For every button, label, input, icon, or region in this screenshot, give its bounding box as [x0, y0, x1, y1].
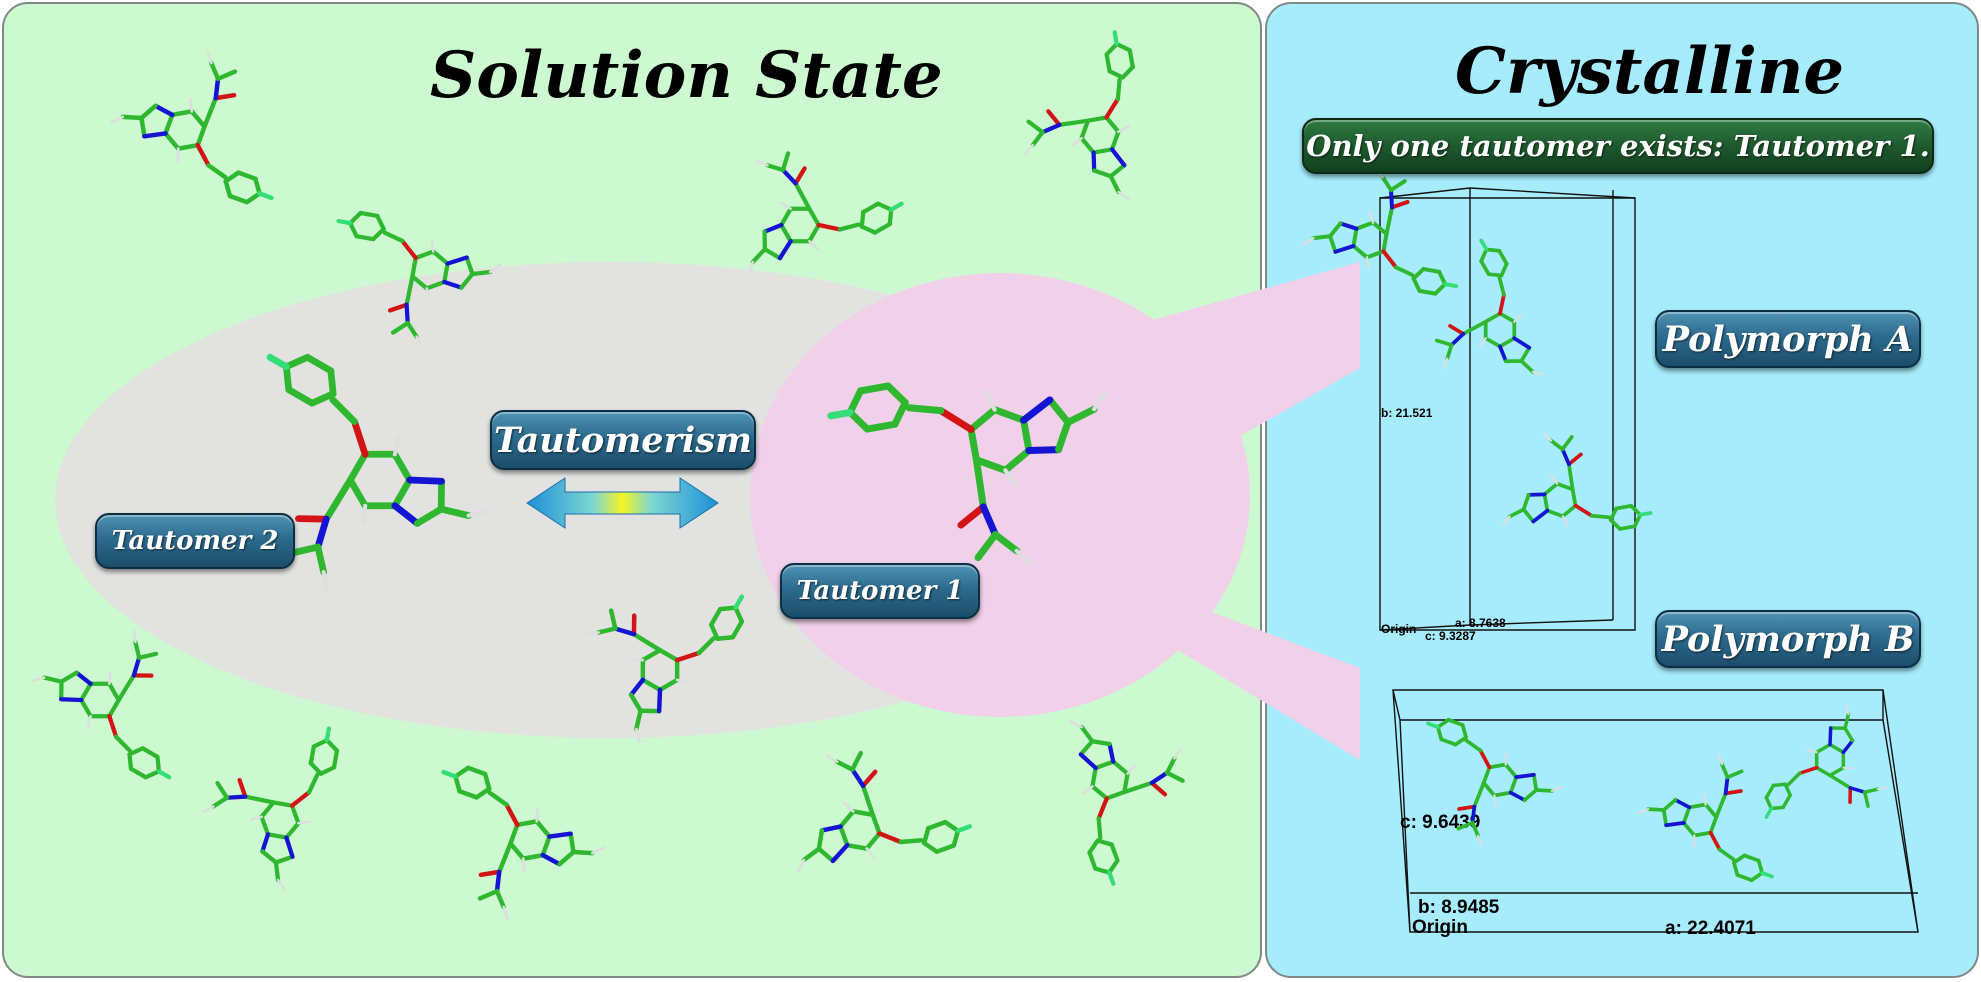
tautomer-1-zone: [750, 273, 1250, 717]
cell-b-b-axis-label: b: 8.9485: [1418, 897, 1500, 918]
unit-cell-a-icon: [1379, 187, 1636, 631]
molecule-model-18: [1764, 703, 1888, 819]
tautomer-1-label: Tautomer 1: [780, 563, 980, 619]
molecule-model-15: [1502, 433, 1653, 531]
molecule-layer: [31, 30, 1888, 920]
molecule-model-4: [336, 210, 502, 348]
polymorph-b-label: Polymorph B: [1655, 610, 1921, 668]
cell-a-origin-label: Origin: [1381, 622, 1416, 636]
tautomer-2-label: Tautomer 2: [95, 513, 295, 569]
cell-b-a-axis-label: a: 22.4071: [1665, 918, 1756, 939]
cell-a-b-axis-label: b: 21.521: [1381, 406, 1433, 420]
molecule-model-12: [797, 750, 973, 873]
molecule-model-10: [202, 726, 340, 892]
molecule-model-8: [585, 594, 745, 743]
molecule-model-14: [1434, 238, 1545, 376]
polymorph-a-label: Polymorph A: [1655, 310, 1921, 368]
tautomerism-label: Tautomerism: [490, 410, 756, 470]
double-headed-arrow-icon: [526, 477, 719, 529]
cell-b-origin-label: Origin: [1412, 917, 1468, 938]
molecule-model-16: [1426, 717, 1563, 847]
cell-a-c-axis-label: c: 9.3287: [1425, 629, 1476, 643]
molecule-model-17: [1637, 753, 1774, 883]
molecule-model-13: [1069, 720, 1185, 886]
unit-cell-b-icon: [1392, 689, 1919, 933]
molecule-model-11: [441, 765, 606, 920]
molecule-model-9: [31, 629, 172, 780]
molecule-model-1: [109, 50, 274, 205]
crystalline-title: Crystalline: [1455, 34, 1845, 109]
molecule-model-3: [1024, 30, 1135, 201]
single-tautomer-banner: Only one tautomer exists: Tautomer 1.: [1302, 118, 1934, 174]
molecule-model-6: [266, 353, 490, 592]
molecule-model-2: [748, 151, 904, 275]
molecule-model-7: [827, 382, 1108, 565]
cell-a-a-axis-label: a: 8.7638: [1455, 616, 1506, 630]
molecule-model-5: [1302, 167, 1459, 296]
solution-state-title: Solution State: [430, 38, 943, 113]
